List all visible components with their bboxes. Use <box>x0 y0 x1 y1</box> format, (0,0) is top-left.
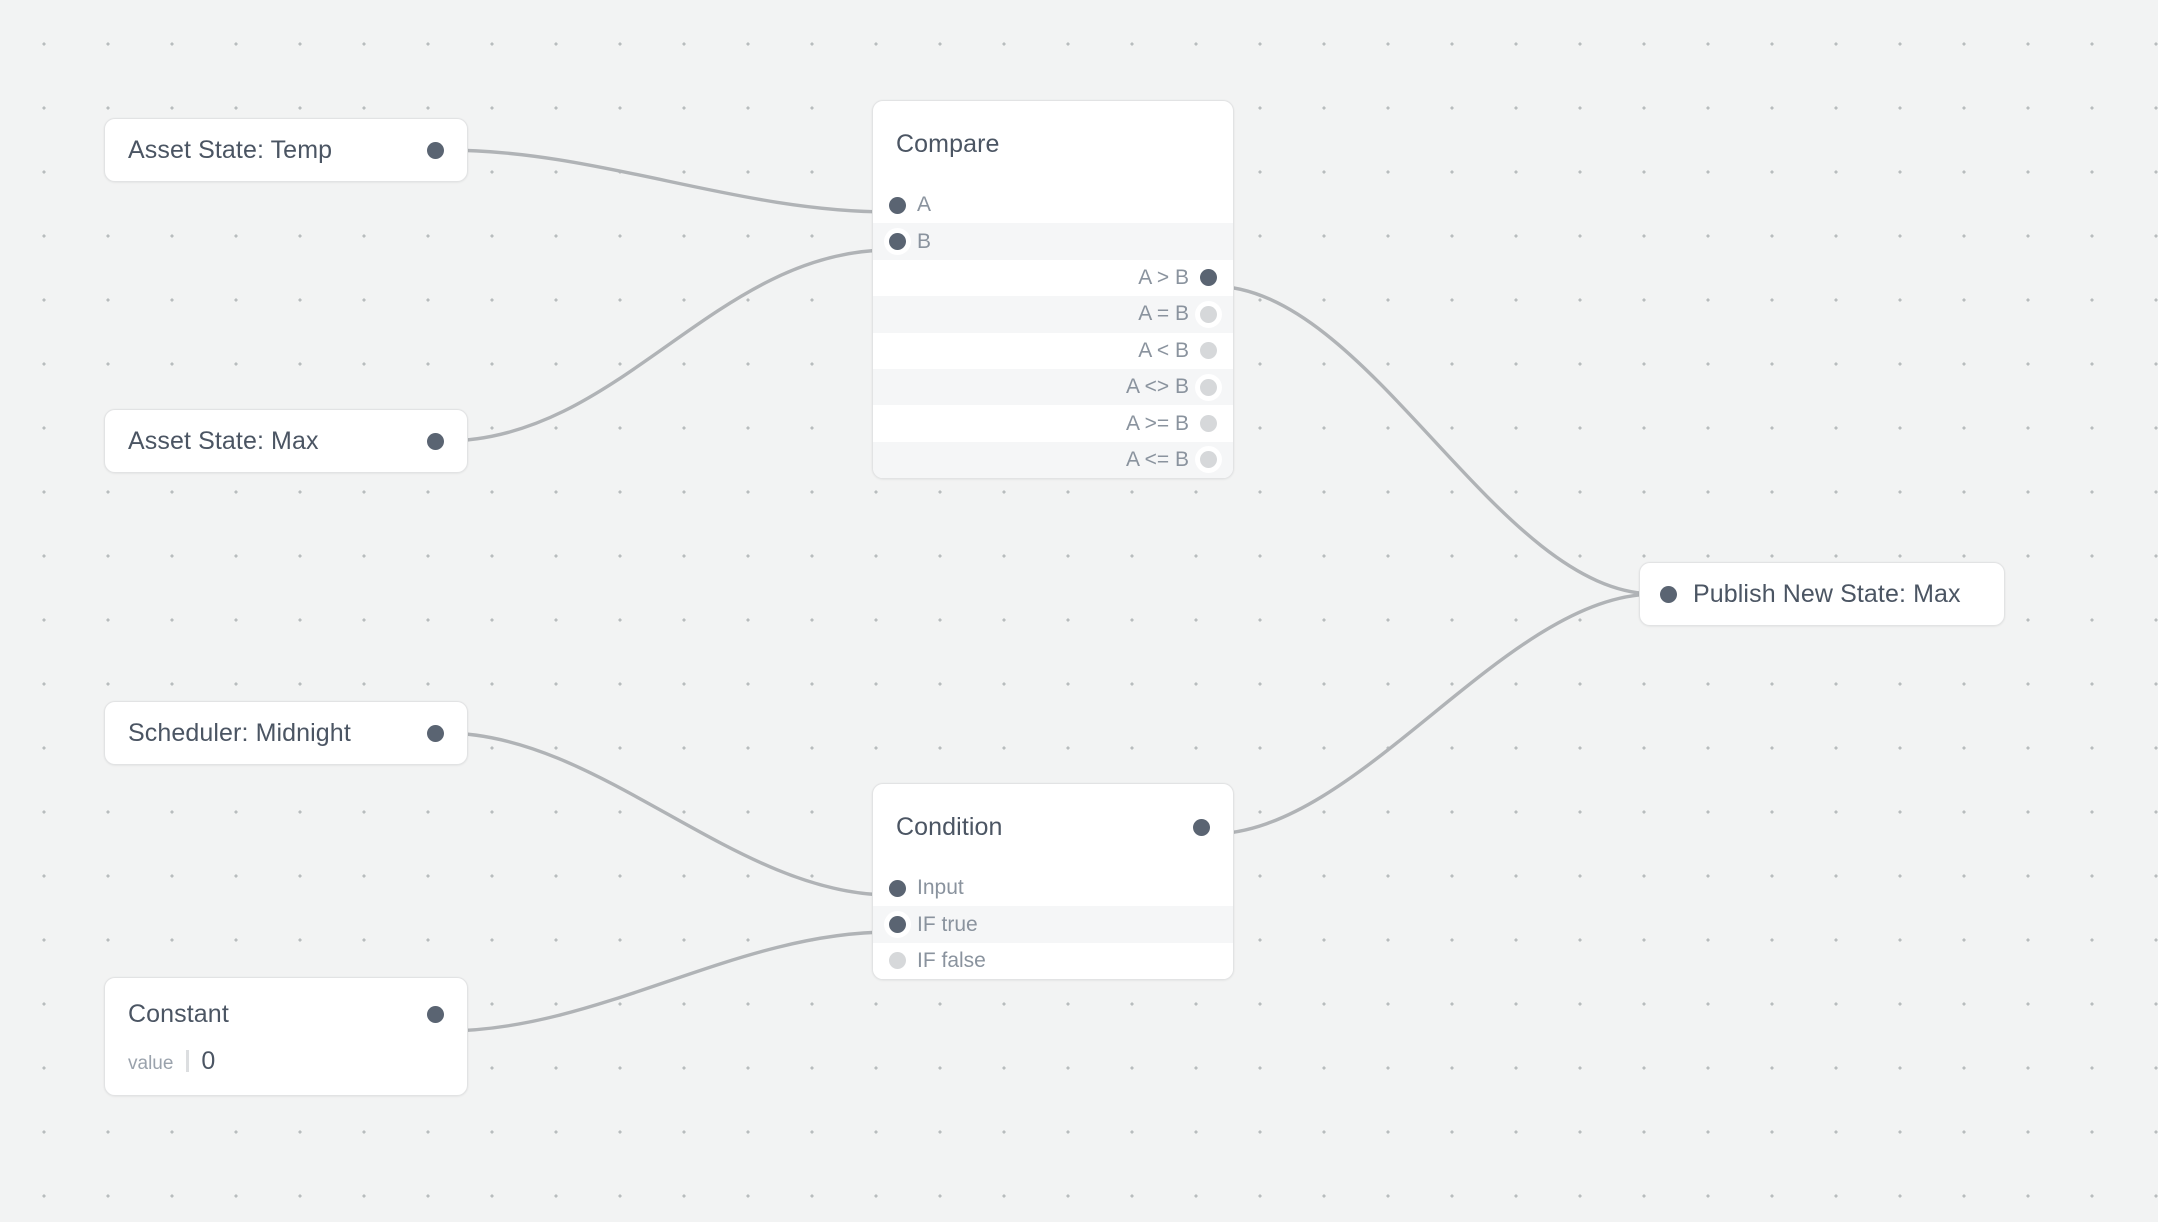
port-label: B <box>917 229 932 253</box>
output-port[interactable] <box>427 432 444 450</box>
output-port[interactable] <box>1193 818 1210 836</box>
port-label: IF false <box>917 948 986 972</box>
input-port-if-true[interactable] <box>889 916 906 934</box>
node-header: Constant <box>128 995 444 1033</box>
node-title: Asset State: Temp <box>128 135 333 164</box>
port-label: A = B <box>1138 302 1189 326</box>
compare-output-row-lte[interactable]: A <= B <box>873 441 1233 479</box>
port-label: A < B <box>1138 338 1189 362</box>
output-port[interactable] <box>427 1005 444 1023</box>
input-port-b[interactable] <box>889 233 906 251</box>
input-port-if-false[interactable] <box>889 952 906 970</box>
output-port-gt[interactable] <box>1200 269 1217 287</box>
output-port[interactable] <box>427 141 444 159</box>
output-port-lt[interactable] <box>1200 342 1217 360</box>
output-port[interactable] <box>427 724 444 742</box>
edge-compare-to-publish <box>1210 284 1657 596</box>
node-title: Condition <box>896 812 1003 841</box>
output-port-ne[interactable] <box>1200 378 1217 396</box>
output-port-gte[interactable] <box>1200 415 1217 433</box>
input-port[interactable] <box>1660 585 1677 603</box>
port-label: A <= B <box>1125 447 1189 471</box>
node-title: Constant <box>128 999 229 1028</box>
port-label: Input <box>917 876 964 900</box>
input-port[interactable] <box>889 879 906 897</box>
compare-output-row-ne[interactable]: A <> B <box>873 368 1233 406</box>
port-label: IF true <box>917 912 978 936</box>
edge-temp-to-compare-a <box>443 148 892 214</box>
port-label: A <box>917 193 932 217</box>
condition-row-input[interactable]: Input <box>873 870 1233 907</box>
node-title: Scheduler: Midnight <box>128 718 351 747</box>
node-title: Publish New State: Max <box>1693 579 1961 608</box>
node-header: Condition <box>873 784 1233 870</box>
constant-value-field[interactable]: value 0 <box>128 1047 444 1076</box>
condition-row-if-false[interactable]: IF false <box>873 942 1233 980</box>
output-port-lte[interactable] <box>1200 451 1217 469</box>
node-compare[interactable]: Compare A B A > B A = B A < B A <> B A >… <box>872 100 1234 480</box>
node-condition[interactable]: Condition Input IF true IF false <box>872 783 1234 981</box>
node-title: Asset State: Max <box>128 426 319 455</box>
edge-constant-to-condition-iftrue <box>443 930 892 1033</box>
node-asset-state-temp[interactable]: Asset State: Temp <box>104 118 468 182</box>
constant-value-key: value <box>128 1053 174 1074</box>
compare-output-row-gt[interactable]: A > B <box>873 259 1233 297</box>
node-publish-new-state-max[interactable]: Publish New State: Max <box>1639 562 2005 626</box>
edge-max-to-compare-b <box>443 248 892 443</box>
port-label: A >= B <box>1125 411 1189 435</box>
port-label: A > B <box>1138 265 1189 289</box>
condition-row-if-true[interactable]: IF true <box>873 906 1233 943</box>
node-constant[interactable]: Constant value 0 <box>104 977 468 1096</box>
node-header: Compare <box>873 101 1233 187</box>
compare-output-row-eq[interactable]: A = B <box>873 296 1233 333</box>
compare-input-row-a[interactable]: A <box>873 187 1233 224</box>
edge-condition-to-publish <box>1209 592 1657 836</box>
node-scheduler-midnight[interactable]: Scheduler: Midnight <box>104 701 468 765</box>
compare-output-row-gte[interactable]: A >= B <box>873 405 1233 442</box>
compare-input-row-b[interactable]: B <box>873 223 1233 260</box>
node-title: Compare <box>896 129 1000 158</box>
constant-value-input[interactable]: 0 <box>201 1047 216 1075</box>
node-asset-state-max[interactable]: Asset State: Max <box>104 409 468 473</box>
edge-scheduler-to-condition-input <box>443 731 892 897</box>
output-port-eq[interactable] <box>1200 305 1217 323</box>
compare-output-row-lt[interactable]: A < B <box>873 332 1233 369</box>
port-label: A <> B <box>1125 375 1189 399</box>
input-port-a[interactable] <box>889 196 906 214</box>
field-divider <box>186 1050 190 1072</box>
